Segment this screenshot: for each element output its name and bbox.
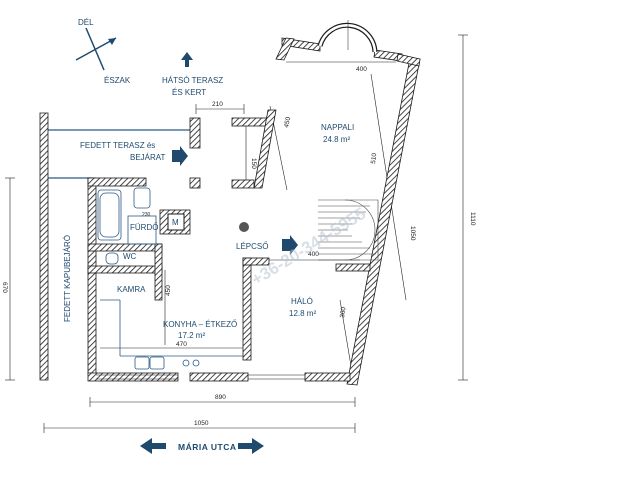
dimension-510: 510 xyxy=(370,152,378,164)
dimension-400-top: 400 xyxy=(356,66,367,73)
living-room-name: NAPPALI xyxy=(321,123,354,132)
column-icon xyxy=(239,222,249,232)
dimension-450-top: 450 xyxy=(283,116,292,128)
compass-south-label: DÉL xyxy=(78,18,94,27)
dimension-210: 210 xyxy=(212,101,223,108)
bathroom-fixtures xyxy=(97,187,157,265)
dimension-400-bed: 400 xyxy=(308,251,319,258)
compass-north-label: ÉSZAK xyxy=(104,76,131,85)
dimension-1050-bottom: 1050 xyxy=(194,420,209,427)
bedroom-name: HÁLÓ xyxy=(291,297,313,306)
dimension-1110: 1110 xyxy=(469,212,476,226)
dimension-230: 230 xyxy=(142,212,151,218)
dimension-890: 890 xyxy=(215,394,226,401)
dimension-450-kitchen: 450 xyxy=(165,285,172,296)
dimension-470: 470 xyxy=(176,341,187,348)
rear-terrace-label-2: ÉS KERT xyxy=(172,88,206,97)
kitchen-fixtures xyxy=(100,299,243,370)
dimension-1050-inner: 1050 xyxy=(409,226,416,241)
pantry-name: KAMRA xyxy=(117,285,146,294)
stairs-arrow-icon xyxy=(282,235,298,255)
street-marker: MÁRIA UTCA xyxy=(140,438,264,454)
windows xyxy=(96,374,305,380)
kitchen-name: KONYHA – ÉTKEZŐ xyxy=(163,320,237,329)
dimension-360: 360 xyxy=(339,306,347,318)
dimension-150: 150 xyxy=(250,158,257,169)
arrow-left-icon xyxy=(140,438,166,454)
arrow-up-icon xyxy=(181,52,193,67)
stairs-label: LÉPCSŐ xyxy=(236,242,268,251)
boiler-box xyxy=(167,213,185,231)
arrow-right-icon xyxy=(238,438,264,454)
covered-terrace-label-1: FEDETT TERASZ és xyxy=(80,141,155,150)
covered-terrace-label-2: BEJÁRAT xyxy=(130,153,166,162)
kitchen-area: 17.2 m² xyxy=(178,331,205,340)
bathroom-name: FÜRDŐ xyxy=(130,223,158,232)
wc-name: WC xyxy=(123,252,137,261)
boiler-label: M xyxy=(172,218,179,227)
staircase xyxy=(318,199,379,261)
entrance-arrow-icon xyxy=(172,146,188,166)
street-label: MÁRIA UTCA xyxy=(178,442,237,452)
bay-window xyxy=(317,20,378,53)
living-room-area: 24.8 m² xyxy=(323,135,350,144)
rear-terrace-marker: HÁTSÓ TERASZ ÉS KERT xyxy=(162,52,223,97)
dimension-670: 670 xyxy=(1,282,8,293)
bedroom-area: 12.8 m² xyxy=(289,309,316,318)
compass: DÉL ÉSZAK xyxy=(75,18,131,85)
covered-driveway-label: FEDETT KAPUBEJÁRÓ xyxy=(63,235,72,322)
rear-terrace-label-1: HÁTSÓ TERASZ xyxy=(162,76,223,85)
walls xyxy=(39,37,421,386)
